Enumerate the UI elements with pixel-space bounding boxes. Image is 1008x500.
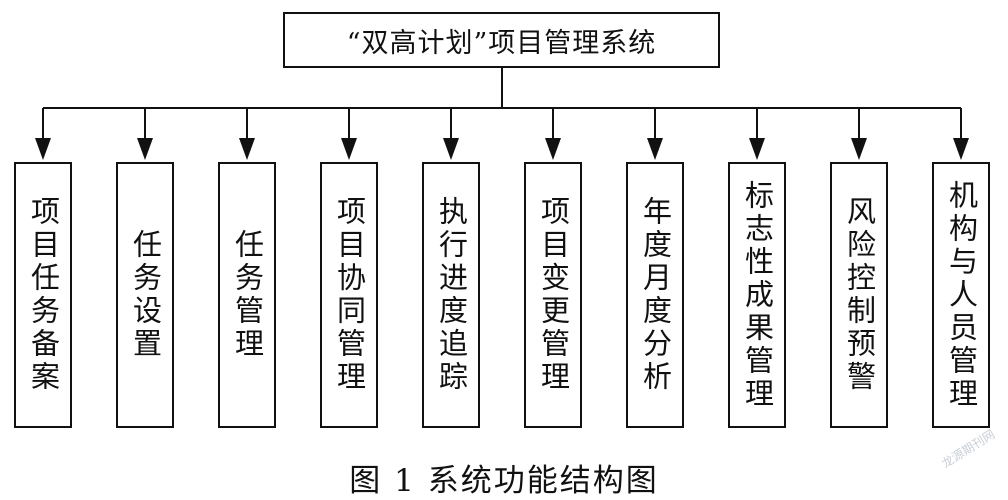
module-label: 风险控制预警 [842, 196, 877, 394]
module-box-task-setting: 任务设置 [116, 162, 174, 428]
module-box-task-filing: 项目任务备案 [14, 162, 72, 428]
arrowhead-icon [443, 138, 459, 160]
module-label: 项目协同管理 [332, 196, 367, 394]
module-box-collaboration: 项目协同管理 [320, 162, 378, 428]
arrowhead-icon [953, 138, 969, 160]
module-label: 年度月度分析 [638, 196, 673, 394]
arrowhead-icon [341, 138, 357, 160]
module-box-task-management: 任务管理 [218, 162, 276, 428]
arrowhead-icon [851, 138, 867, 160]
arrowhead-icon [137, 138, 153, 160]
module-box-change-management: 项目变更管理 [524, 162, 582, 428]
module-label: 项目任务备案 [26, 196, 61, 394]
module-label: 任务管理 [230, 229, 265, 361]
module-box-org-personnel: 机构与人员管理 [932, 162, 990, 428]
root-system-label: “双高计划”项目管理系统 [346, 27, 657, 59]
module-label: 执行进度追踪 [434, 196, 469, 394]
module-box-achievement-management: 标志性成果管理 [728, 162, 786, 428]
module-label: 项目变更管理 [536, 196, 571, 394]
module-label: 机构与人员管理 [944, 179, 979, 411]
root-system-box: “双高计划”项目管理系统 [283, 12, 720, 68]
arrowhead-icon [545, 138, 561, 160]
module-label: 标志性成果管理 [740, 179, 775, 411]
module-label: 任务设置 [128, 229, 163, 361]
module-box-progress-tracking: 执行进度追踪 [422, 162, 480, 428]
module-box-period-analysis: 年度月度分析 [626, 162, 684, 428]
arrowhead-icon [239, 138, 255, 160]
arrowhead-icon [749, 138, 765, 160]
arrowhead-icon [35, 138, 51, 160]
arrowhead-icon [647, 138, 663, 160]
module-box-risk-warning: 风险控制预警 [830, 162, 888, 428]
figure-caption: 图 1 系统功能结构图 [349, 463, 659, 499]
